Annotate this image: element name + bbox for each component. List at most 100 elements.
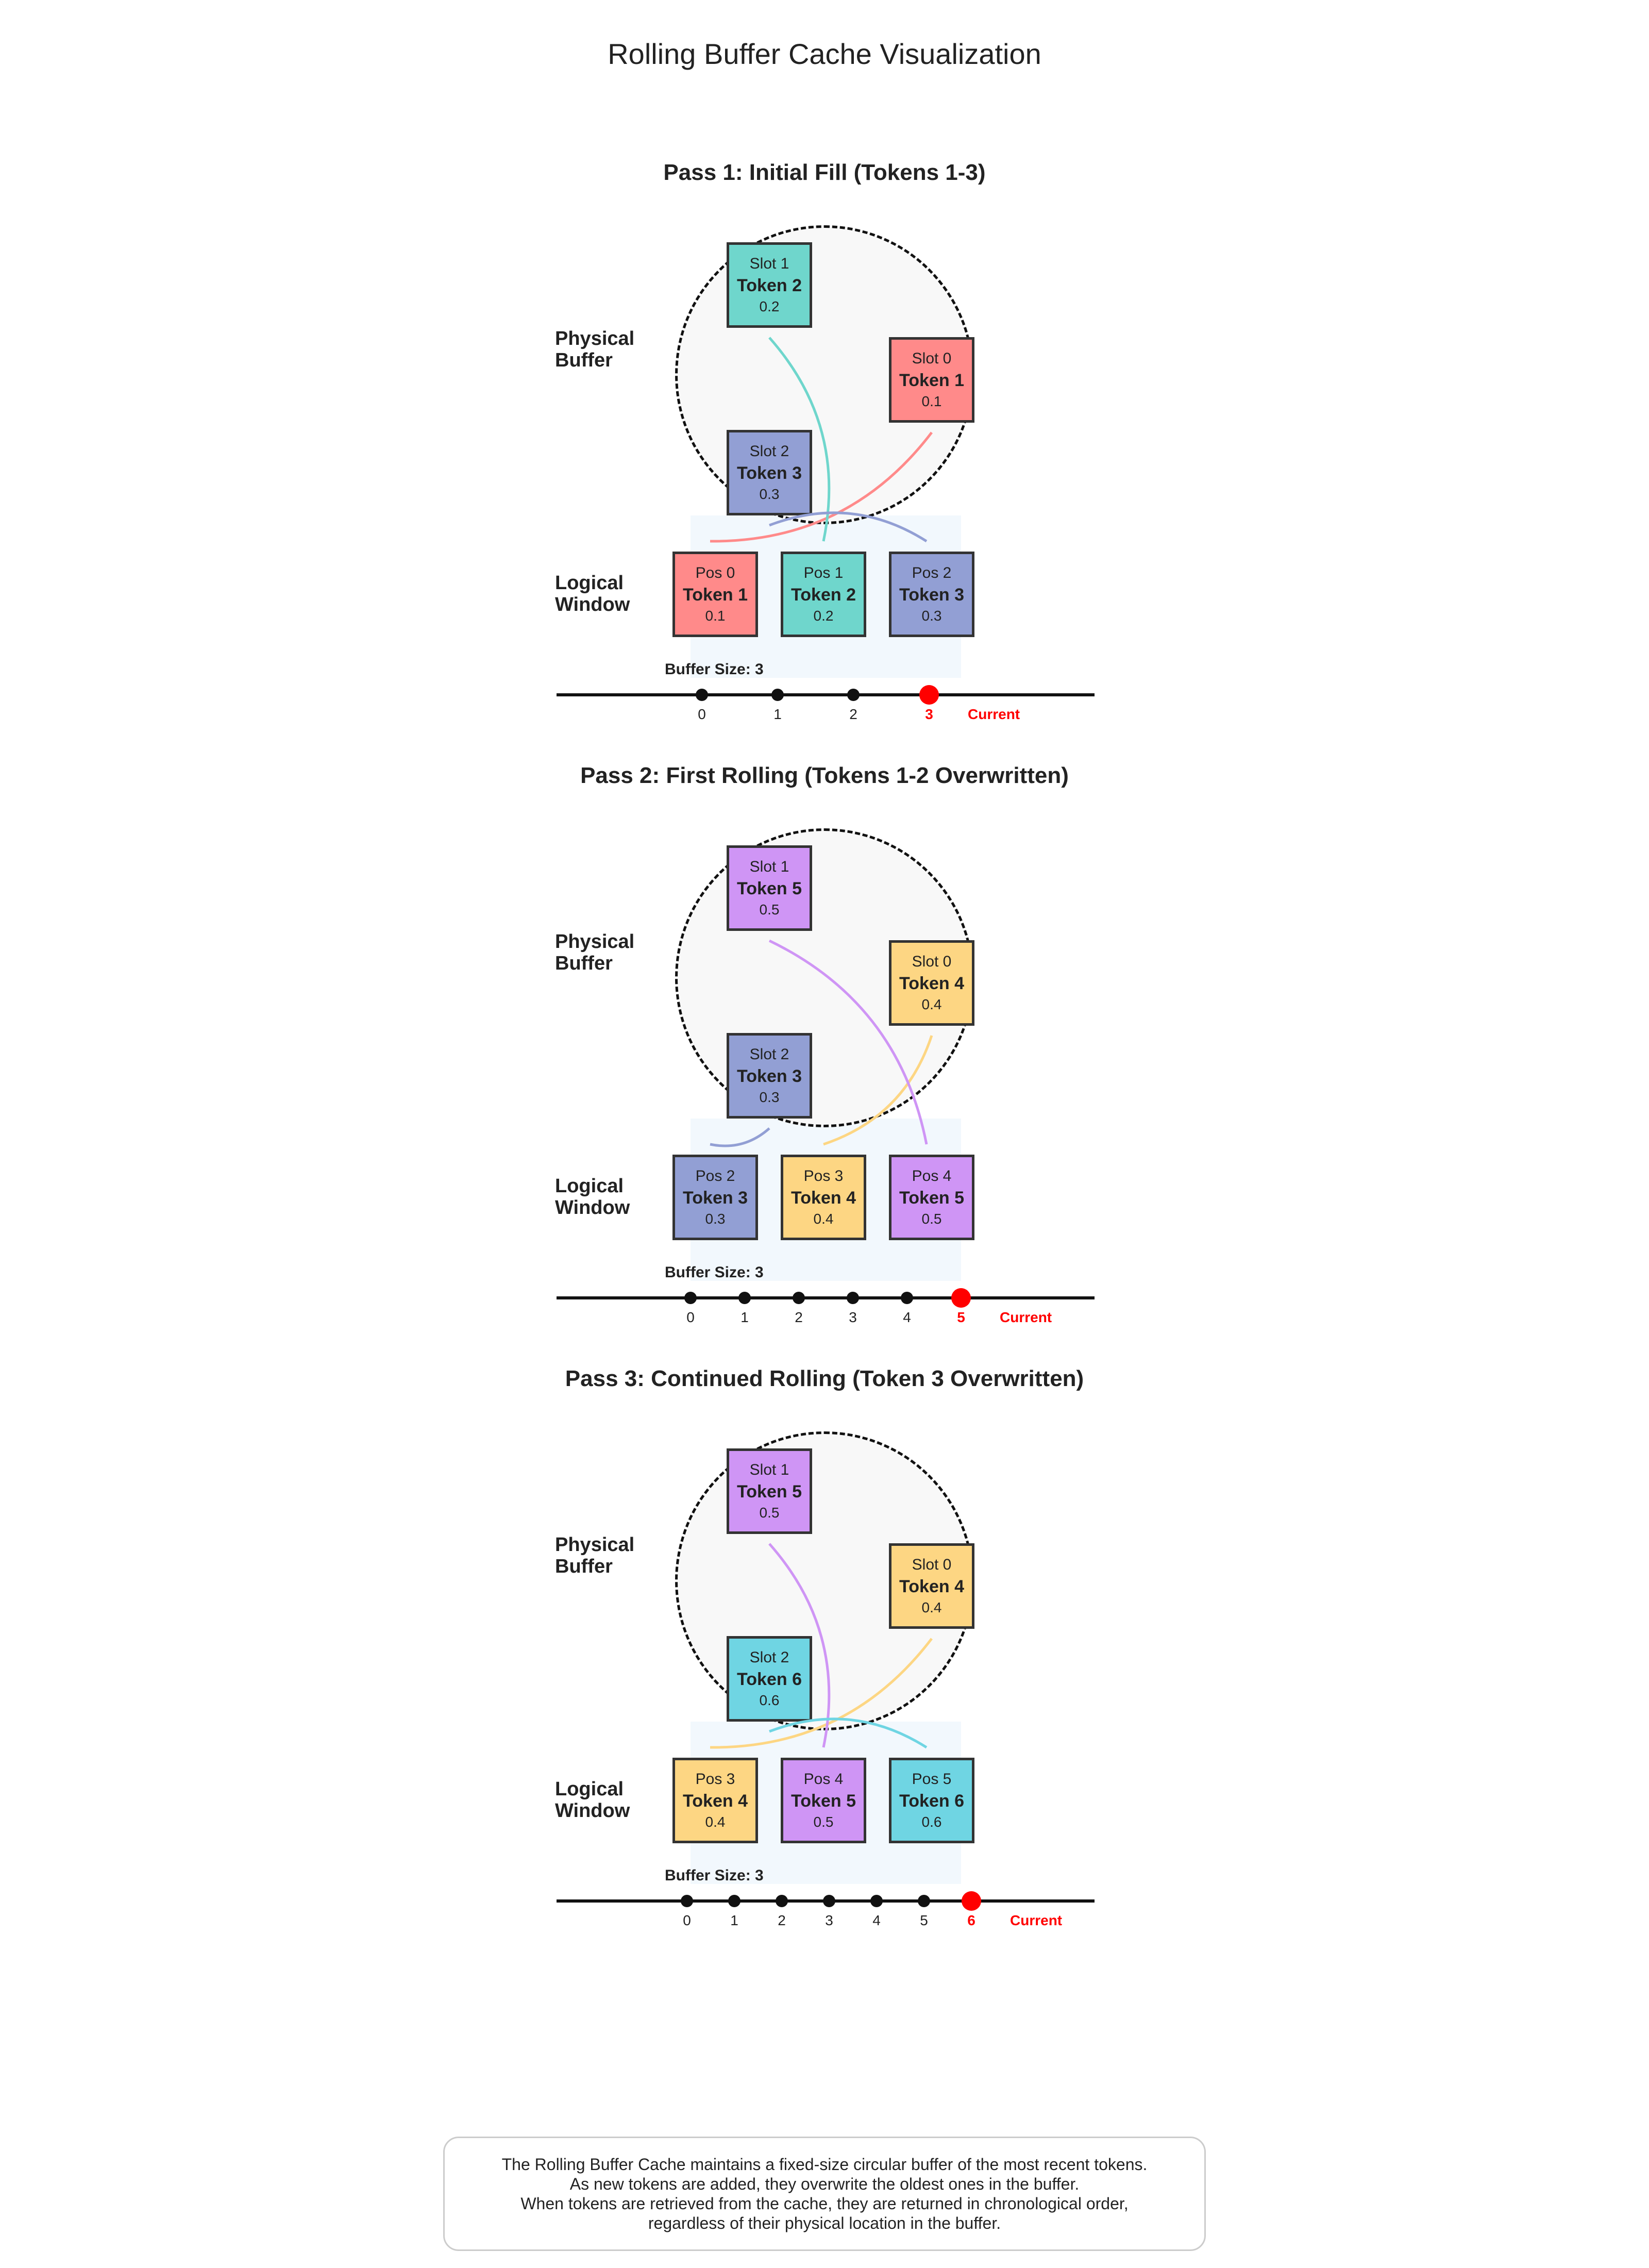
window-value: 0.5 [921,1211,942,1227]
slot-index: Slot 0 [912,1556,952,1573]
label-line: Logical [555,1175,624,1197]
timeline-tick-label: 3 [849,1309,857,1325]
buffer-slot: Slot 1 Token 5 0.5 [727,845,812,931]
label-line: Physical [555,328,635,349]
current-position-marker [951,1288,971,1308]
slot-token: Token 3 [737,1066,802,1086]
timeline-tick [870,1895,883,1907]
window-value: 0.4 [813,1211,834,1227]
label-line: Window [555,594,630,615]
timeline-axis [557,693,1095,696]
pass-title: Pass 1: Initial Fill (Tokens 1-3) [663,160,986,185]
timeline-tick-label: 1 [730,1912,738,1928]
current-position-marker [919,685,939,705]
current-label: Current [1000,1309,1052,1325]
slot-token: Token 3 [737,463,802,483]
timeline-tick-label: 4 [872,1912,881,1928]
current-position-marker [962,1891,981,1911]
current-label: Current [1010,1912,1063,1928]
timeline-tick-label: 3 [825,1912,833,1928]
label-line: Window [555,1197,630,1219]
timeline-tick [918,1895,930,1907]
slot-index: Slot 0 [912,350,952,367]
window-pos-index: Pos 2 [912,564,952,581]
timeline-tick [728,1895,741,1907]
label-line: Buffer [555,953,613,974]
timeline-tick-label: 3 [925,706,933,722]
timeline-tick-label: 0 [683,1912,691,1928]
slot-index: Slot 2 [749,443,789,460]
label-line: Buffer [555,349,613,371]
window-token: Token 5 [899,1188,964,1208]
window-pos-index: Pos 2 [695,1168,735,1185]
slot-index: Slot 1 [749,1461,789,1478]
slot-token: Token 5 [737,879,802,898]
slot-token: Token 2 [737,276,802,295]
slot-value: 0.5 [759,1505,780,1521]
slot-token: Token 4 [899,974,964,993]
window-value: 0.1 [705,608,726,624]
timeline-tick [847,689,860,701]
timeline-tick-label: 1 [773,706,782,722]
window-value: 0.3 [705,1211,726,1227]
window-token: Token 4 [791,1188,856,1208]
slot-value: 0.4 [921,996,942,1012]
window-value: 0.6 [921,1814,942,1830]
footer-line: As new tokens are added, they overwrite … [569,2175,1080,2193]
slot-token: Token 1 [899,371,964,390]
slot-value: 0.4 [921,1599,942,1615]
window-token: Token 1 [683,585,748,605]
window-token: Token 5 [791,1791,856,1811]
buffer-size-label: Buffer Size: 3 [665,1264,764,1281]
slot-value: 0.1 [921,393,942,409]
buffer-size-label: Buffer Size: 3 [665,1867,764,1884]
window-position: Pos 0 Token 1 0.1 [672,552,758,637]
timeline-tick-label: 2 [795,1309,803,1325]
slot-index: Slot 1 [749,858,789,875]
window-value: 0.5 [813,1814,834,1830]
slot-value: 0.5 [759,902,780,918]
label-line: Logical [555,572,624,594]
slot-token: Token 5 [737,1482,802,1502]
slot-value: 0.3 [759,1089,780,1105]
window-pos-index: Pos 0 [695,564,735,581]
buffer-slot: Slot 1 Token 5 0.5 [727,1448,812,1534]
timeline-tick [776,1895,788,1907]
footer-line: The Rolling Buffer Cache maintains a fix… [501,2155,1148,2174]
timeline-tick-label: 1 [741,1309,749,1325]
timeline-tick-label: 5 [920,1912,928,1928]
buffer-slot: Slot 1 Token 2 0.2 [727,242,812,328]
timeline-tick-label: 4 [903,1309,911,1325]
label-line: Physical [555,1534,635,1556]
buffer-size-label: Buffer Size: 3 [665,661,764,678]
timeline-tick [684,1292,697,1304]
timeline-tick-label: 2 [849,706,857,722]
window-token: Token 4 [683,1791,748,1811]
timeline-axis [557,1296,1095,1299]
timeline-tick [901,1292,913,1304]
label-line: Window [555,1800,630,1822]
timeline-tick-label: 0 [686,1309,695,1325]
footer-note: The Rolling Buffer Cache maintains a fix… [443,2137,1206,2251]
slot-value: 0.2 [759,298,780,314]
slot-value: 0.6 [759,1692,780,1708]
slot-index: Slot 1 [749,255,789,272]
timeline-tick [738,1292,751,1304]
